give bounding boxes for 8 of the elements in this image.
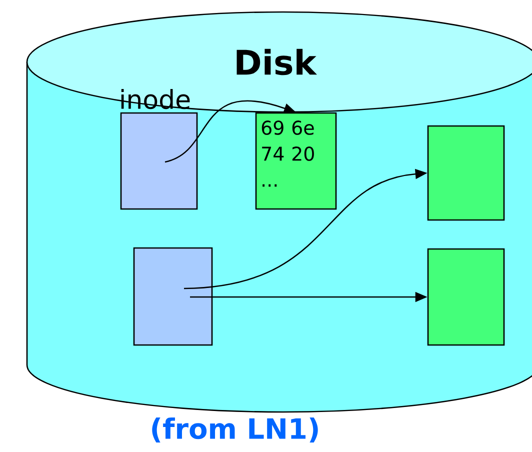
hex-bytes: 69 6e 74 20 ... (262, 120, 314, 187)
inode-block (120, 112, 198, 210)
heading: Disk (236, 48, 317, 76)
data-block (427, 248, 505, 346)
source-note: (from LN1) (152, 418, 318, 442)
inode-block (133, 247, 213, 346)
data-block (255, 112, 337, 210)
data-block (427, 125, 505, 221)
